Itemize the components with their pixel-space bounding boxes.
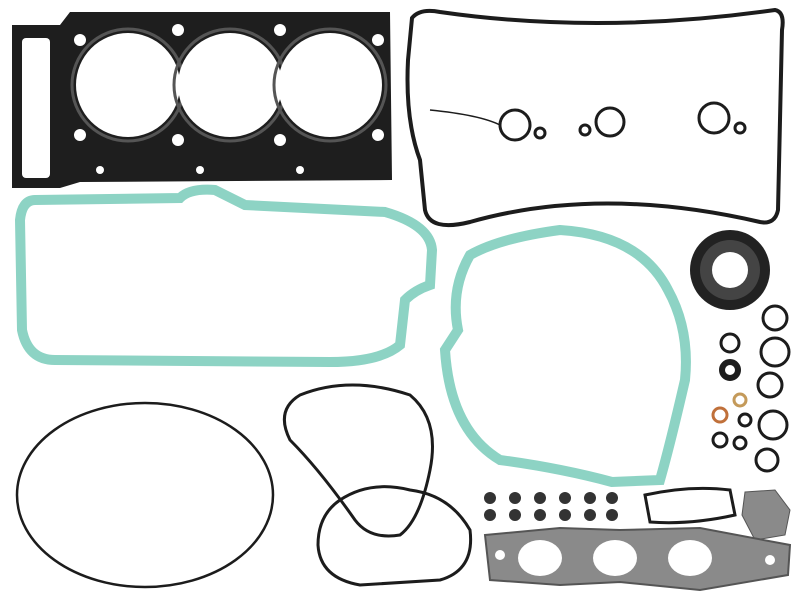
large-o-ring bbox=[15, 401, 275, 589]
thermostat-gasket bbox=[643, 486, 737, 525]
cylinder-head-gasket bbox=[12, 12, 392, 188]
stator-cover-gasket bbox=[439, 224, 691, 488]
exhaust-gasket bbox=[483, 526, 792, 592]
water-pump-gasket bbox=[316, 485, 473, 587]
valve-stem-seals bbox=[484, 492, 618, 521]
valve-cover-gasket bbox=[405, 7, 785, 227]
oil-seal bbox=[690, 230, 770, 310]
case-gasket bbox=[14, 184, 438, 368]
small-cover-gasket bbox=[741, 489, 791, 541]
o-rings bbox=[711, 304, 791, 473]
valve-cover-plug-seals bbox=[429, 101, 747, 142]
cover-seal bbox=[282, 383, 434, 538]
